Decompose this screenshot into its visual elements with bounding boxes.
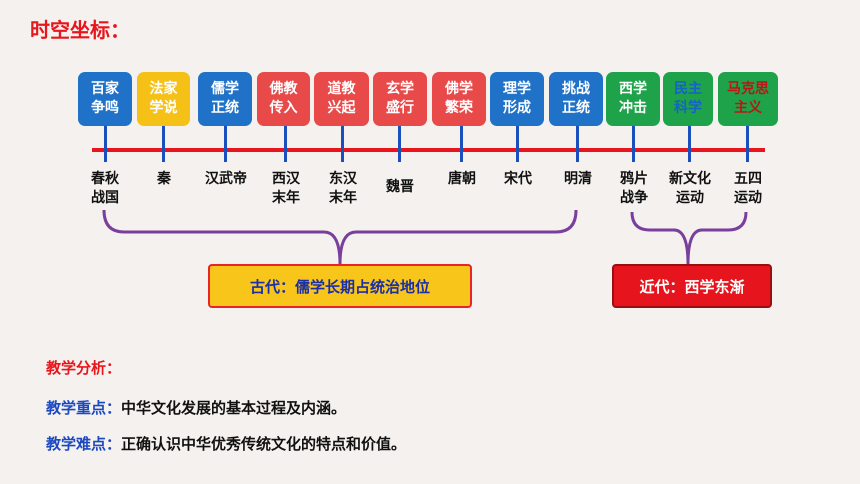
teaching-focus-text: 中华文化发展的基本过程及内涵。 <box>121 399 347 417</box>
analysis-heading-text: 教学分析： <box>46 359 122 377</box>
period-label: 五四 运动 <box>734 171 762 206</box>
ancient-era-label: 古代：儒学长期占统治地位 <box>208 264 472 308</box>
box-tiaozhan-zhengtong: 挑战 正统 <box>549 72 603 126</box>
stem <box>460 126 463 162</box>
box-fajia-xueshuo: 法家 学说 <box>137 72 190 126</box>
section-title: 时空坐标： <box>30 18 130 42</box>
teaching-focus: 教学重点：中华文化发展的基本过程及内涵。 <box>46 398 346 418</box>
analysis-heading: 教学分析： <box>46 358 121 378</box>
period-label: 魏晋 <box>386 179 414 195</box>
period-label: 鸦片 战争 <box>620 171 648 206</box>
box-xuanxue-shengxing: 玄学 盛行 <box>373 72 427 126</box>
period-label: 秦 <box>157 171 171 187</box>
period-label: 西汉 末年 <box>272 171 300 206</box>
ancient-brace <box>102 209 578 265</box>
box-daojiao-xingqi: 道教 兴起 <box>314 72 369 126</box>
stem <box>576 126 579 162</box>
stem <box>284 126 287 162</box>
timeline-axis <box>92 148 765 152</box>
stem <box>516 126 519 162</box>
period-label: 春秋 战国 <box>91 171 119 206</box>
stem <box>632 126 635 162</box>
box-fojiao-chuanru: 佛教 传入 <box>257 72 310 126</box>
period-label: 宋代 <box>504 171 532 187</box>
box-lixue-xingcheng: 理学 形成 <box>490 72 544 126</box>
stem <box>162 126 165 162</box>
stem <box>341 126 344 162</box>
stem <box>104 126 107 162</box>
stem <box>746 126 749 162</box>
box-minzhu-kexue: 民主 科学 <box>663 72 713 126</box>
stem <box>398 126 401 162</box>
period-label: 唐朝 <box>448 171 476 187</box>
modern-brace <box>630 211 748 265</box>
box-baijia-zhengming: 百家 争鸣 <box>78 72 132 126</box>
box-xixue-chongji: 西学 冲击 <box>606 72 660 126</box>
box-makesi-zhuyi: 马克思 主义 <box>718 72 778 126</box>
modern-era-label: 近代：西学东渐 <box>612 264 772 308</box>
stem <box>688 126 691 162</box>
box-foxue-fanrong: 佛学 繁荣 <box>432 72 486 126</box>
teaching-difficulty: 教学难点：正确认识中华优秀传统文化的特点和价值。 <box>46 434 406 454</box>
teaching-focus-key: 教学重点： <box>46 399 122 417</box>
period-label: 明清 <box>564 171 592 187</box>
teaching-difficulty-key: 教学难点： <box>46 435 122 453</box>
box-ruxue-zhengtong: 儒学 正统 <box>198 72 252 126</box>
period-label: 新文化 运动 <box>669 171 711 206</box>
teaching-difficulty-text: 正确认识中华优秀传统文化的特点和价值。 <box>121 435 407 453</box>
stem <box>224 126 227 162</box>
period-label: 东汉 末年 <box>329 171 357 206</box>
period-label: 汉武帝 <box>205 171 247 187</box>
